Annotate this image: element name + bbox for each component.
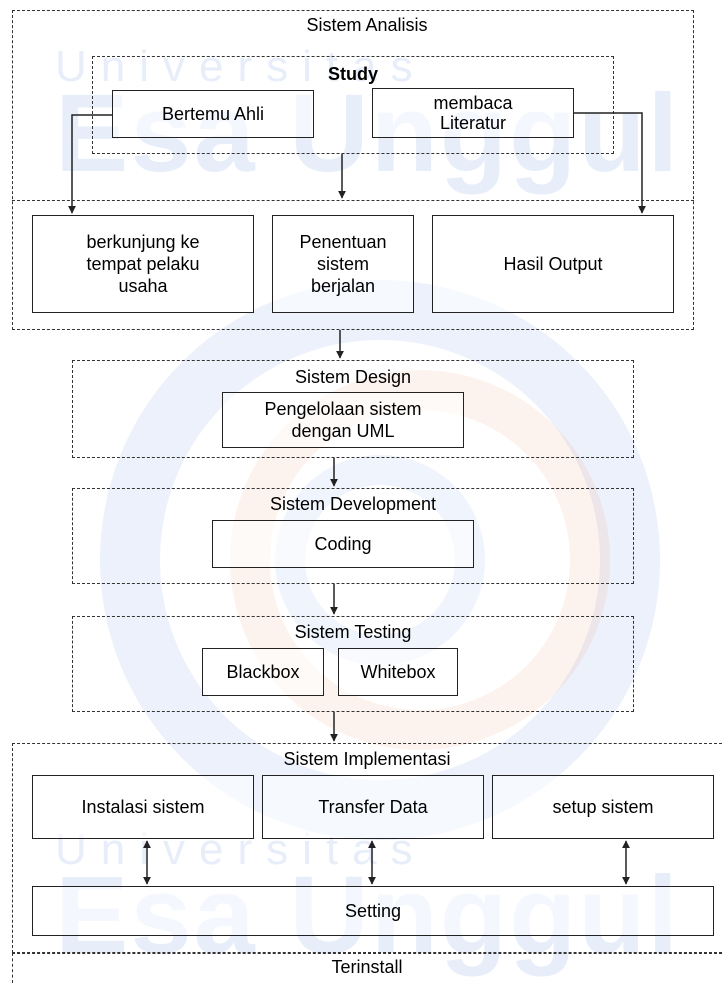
hasil-output-label: Hasil Output <box>503 254 603 274</box>
sistem-implementasi-title: Sistem Implementasi <box>283 749 451 769</box>
study-container <box>92 56 614 154</box>
setup-sistem-label: setup sistem <box>552 797 654 817</box>
berkunjung-line2: tempat pelaku <box>86 254 200 274</box>
coding-label: Coding <box>314 534 372 554</box>
sistem-testing-container <box>72 616 634 712</box>
pengelolaan-line1: Pengelolaan sistem <box>264 399 422 419</box>
instalasi-sistem-label: Instalasi sistem <box>81 797 205 817</box>
pengelolaan-line2: dengan UML <box>291 421 395 441</box>
terinstall-container <box>12 953 722 983</box>
membaca-literatur-box: membaca Literatur <box>372 88 574 138</box>
sistem-development-title: Sistem Development <box>269 494 437 514</box>
berkunjung-line1: berkunjung ke <box>86 232 200 252</box>
penentuan-line2: sistem <box>316 254 369 274</box>
blackbox-box: Blackbox <box>202 648 324 696</box>
sistem-design-container <box>72 360 634 458</box>
penentuan-line1: Penentuan <box>299 232 387 252</box>
bertemu-ahli-label: Bertemu Ahli <box>161 104 265 124</box>
membaca-literatur-line2: Literatur <box>439 113 507 133</box>
sistem-analisis-title: Sistem Analisis <box>306 15 428 35</box>
terinstall-title: Terinstall <box>331 957 403 977</box>
arrow-membaca-to-hasil <box>574 112 646 214</box>
sistem-development-container <box>72 488 634 584</box>
berkunjung-box: berkunjung ke tempat pelaku usaha <box>32 215 254 313</box>
setup-sistem-box: setup sistem <box>492 775 714 839</box>
sistem-testing-title: Sistem Testing <box>294 622 412 642</box>
penentuan-line3: berjalan <box>310 276 376 296</box>
setting-label: Setting <box>344 901 402 921</box>
setting-box: Setting <box>32 886 714 936</box>
hasil-output-box: Hasil Output <box>432 215 674 313</box>
transfer-data-label: Transfer Data <box>318 797 428 817</box>
pengelolaan-uml-box: Pengelolaan sistem dengan UML <box>222 392 464 448</box>
coding-box: Coding <box>212 520 474 568</box>
analisis-divider <box>12 200 694 201</box>
sistem-analisis-container <box>12 10 694 330</box>
whitebox-label: Whitebox <box>360 662 436 682</box>
study-title: Study <box>327 64 378 84</box>
sistem-design-title: Sistem Design <box>294 367 412 387</box>
berkunjung-line3: usaha <box>118 276 168 296</box>
whitebox-box: Whitebox <box>338 648 458 696</box>
arrow-bertemu-to-berkunjung <box>68 114 112 214</box>
bertemu-ahli-box: Bertemu Ahli <box>112 90 314 138</box>
blackbox-label: Blackbox <box>226 662 300 682</box>
penentuan-sistem-box: Penentuan sistem berjalan <box>272 215 414 313</box>
membaca-literatur-line1: membaca <box>433 93 513 113</box>
sistem-implementasi-container <box>12 743 722 953</box>
instalasi-sistem-box: Instalasi sistem <box>32 775 254 839</box>
transfer-data-box: Transfer Data <box>262 775 484 839</box>
